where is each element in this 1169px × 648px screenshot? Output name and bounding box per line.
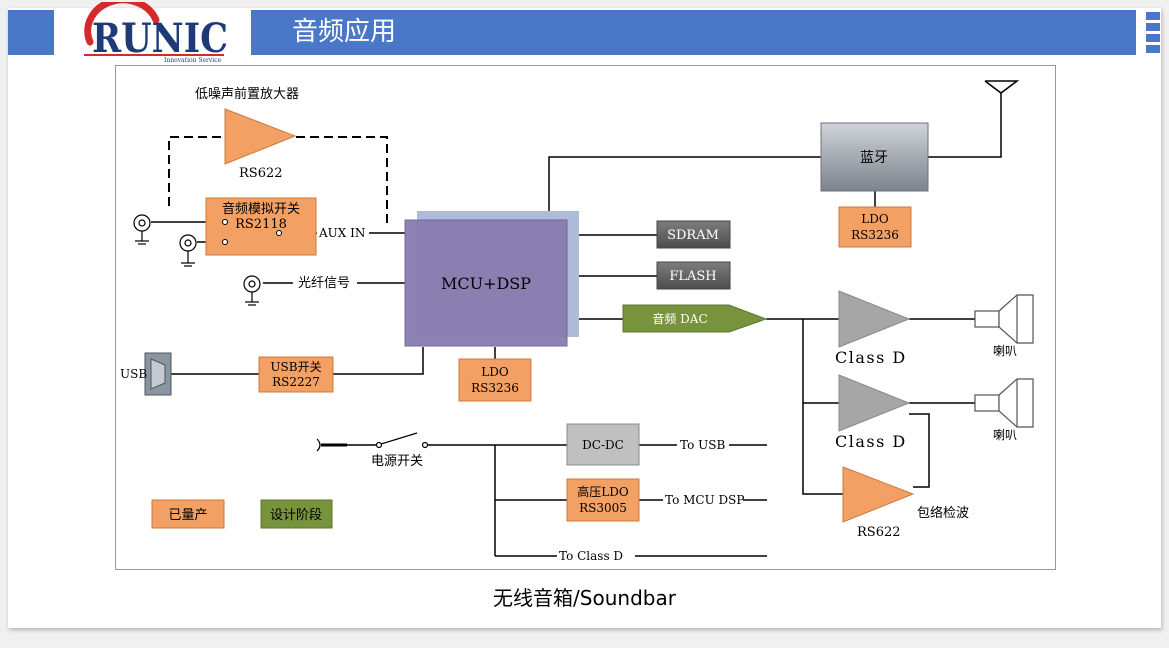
bluetooth-block xyxy=(820,122,929,192)
legend-design-stage-swatch xyxy=(260,499,333,529)
ldo-mcu-block xyxy=(458,358,532,402)
power-switch-icon xyxy=(375,432,429,449)
header-accent-block xyxy=(8,10,54,55)
hv-ldo-name: 高压LDO xyxy=(577,484,629,499)
legend-mass-production-swatch xyxy=(151,499,225,529)
aux-in-label: AUX IN xyxy=(318,226,365,240)
analog-switch-name: 音频模拟开关 xyxy=(222,201,300,217)
ldo-bt-name: LDO xyxy=(861,212,889,226)
sdram-block xyxy=(656,220,731,249)
block-diagram-frame: 低噪声前置放大器 RS622 音频模拟开关 RS2118 AUX IN 光纤信号… xyxy=(115,65,1056,570)
mcu-dsp-label: MCU+DSP xyxy=(441,274,531,293)
usb-switch-block xyxy=(258,356,334,393)
to-class-d-label: To Class D xyxy=(559,549,623,563)
analog-switch-contacts xyxy=(222,219,282,245)
usb-switch-chip: RS2227 xyxy=(272,375,320,389)
analog-switch-block xyxy=(205,197,317,256)
speaker-icon-2 xyxy=(974,378,1034,428)
flash-block xyxy=(656,261,731,290)
header-bar: 音频应用 xyxy=(251,10,1136,55)
power-plug-icon xyxy=(316,438,347,452)
usb-connector-icon xyxy=(144,352,172,396)
audio-jack-icon-1 xyxy=(133,214,151,245)
legend-mass-production-label: 已量产 xyxy=(168,508,207,523)
class-d-amp-1 xyxy=(838,290,911,348)
envelope-label: 包络检波 xyxy=(917,505,969,521)
legend-design-stage-label: 设计阶段 xyxy=(270,508,322,523)
speaker-icon-1 xyxy=(974,294,1034,344)
lna-amplifier xyxy=(224,108,297,165)
bluetooth-label: 蓝牙 xyxy=(860,150,888,166)
hv-ldo-chip: RS3005 xyxy=(579,501,627,515)
connection-lines xyxy=(151,93,1002,557)
hv-ldo-block xyxy=(566,478,640,522)
class-d-label-1: Class D xyxy=(835,348,907,367)
envelope-amp xyxy=(842,466,915,523)
ldo-bt-block xyxy=(838,206,912,248)
optical-jack-icon xyxy=(243,275,261,306)
ldo-bt-chip: RS3236 xyxy=(851,228,899,242)
antenna-icon xyxy=(984,80,1020,94)
usb-switch-name: USB开关 xyxy=(270,360,321,374)
sdram-label: SDRAM xyxy=(667,228,719,243)
mcu-dsp-block xyxy=(404,219,568,347)
dcdc-label: DC-DC xyxy=(582,438,624,452)
power-switch-label: 电源开关 xyxy=(371,454,423,469)
logo-tagline: Innovation Service xyxy=(164,57,222,64)
flash-label: FLASH xyxy=(669,269,716,284)
envelope-chip: RS622 xyxy=(857,525,901,540)
analog-switch-chip: RS2118 xyxy=(235,217,287,232)
lna-label: 低噪声前置放大器 xyxy=(195,86,299,102)
runic-logo: RUNIC Innovation Service xyxy=(84,2,228,64)
usb-label: USB xyxy=(120,367,147,381)
ldo-mcu-name: LDO xyxy=(481,365,509,379)
to-usb-label: To USB xyxy=(680,438,725,452)
ldo-mcu-chip: RS3236 xyxy=(471,381,519,395)
class-d-amp-2 xyxy=(838,374,911,432)
lna-chip: RS622 xyxy=(239,166,283,181)
dcdc-block xyxy=(566,423,640,466)
diagram-caption: 无线音箱/Soundbar xyxy=(493,586,676,610)
to-mcu-dsp-label: To MCU DSP xyxy=(665,493,744,507)
class-d-label-2: Class D xyxy=(835,432,907,451)
audio-dac-label: 音频 DAC xyxy=(652,311,707,326)
page-title: 音频应用 xyxy=(292,17,397,47)
audio-dac-block xyxy=(622,304,768,333)
speaker-label-1: 喇叭 xyxy=(993,343,1017,358)
speaker-label-2: 喇叭 xyxy=(993,427,1017,442)
header-stripes xyxy=(1146,12,1160,54)
audio-jack-icon-2 xyxy=(179,234,197,267)
optical-label: 光纤信号 xyxy=(298,276,350,291)
block-diagram: 低噪声前置放大器 RS622 音频模拟开关 RS2118 AUX IN 光纤信号… xyxy=(120,80,1034,563)
dashed-bypass-lines xyxy=(168,136,388,226)
